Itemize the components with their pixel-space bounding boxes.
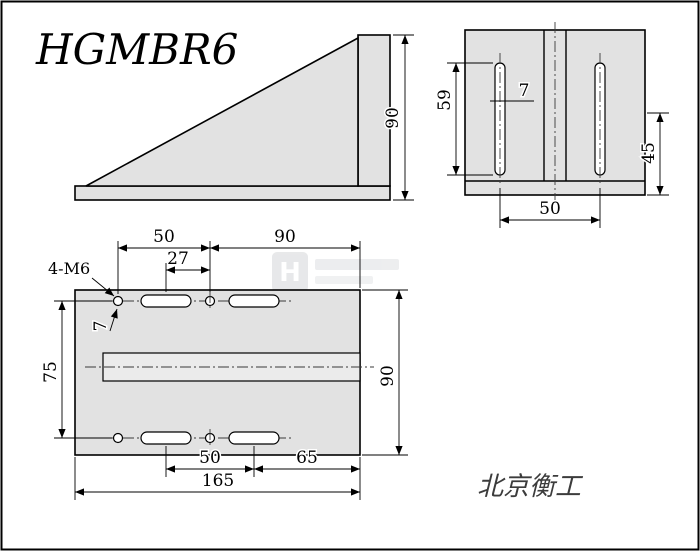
plan-dim-90-right-text: 90 [378, 365, 398, 387]
plan-slot-top-left [140, 294, 192, 308]
plan-dim-65: 65 [254, 447, 361, 500]
side-view: 90 [74, 34, 414, 201]
watermark-text-bar [315, 259, 399, 270]
front-dim-slot-width-text: 7 [519, 81, 530, 101]
plan-dim-50-bottom-text: 50 [199, 448, 221, 468]
watermark-letter: H [279, 258, 301, 288]
plan-dim-90-top-text: 90 [274, 227, 296, 247]
side-dim-height-text: 90 [383, 107, 403, 129]
front-view: 7 59 45 50 [434, 22, 669, 228]
plan-slot-bottom-left [140, 431, 192, 445]
watermark: H [272, 252, 399, 292]
front-dim-slot-width: 7 [490, 80, 534, 103]
front-dim-slot-length-text: 59 [435, 89, 455, 111]
plan-dim-90-right: 90 [362, 289, 408, 456]
plan-dim-27-text: 27 [167, 249, 189, 269]
plan-dim-165: 165 [74, 457, 360, 500]
side-dim-height: 90 [382, 34, 414, 201]
plan-view: 50 90 27 4-M6 7 75 [40, 226, 408, 500]
watermark-logo-box [272, 252, 308, 292]
plan-dim-50-top-text: 50 [153, 227, 175, 247]
plan-dim-75: 75 [40, 300, 112, 439]
plan-slot-top-right [228, 294, 280, 308]
front-dim-45: 45 [638, 112, 669, 196]
plan-hole-top-left [112, 295, 124, 307]
plan-thread-label: 4-M6 [48, 259, 90, 278]
plan-dim-90-top: 90 [210, 226, 361, 288]
plan-dim-27: 27 [165, 248, 210, 292]
brand-text: 北京衡工 [477, 472, 584, 502]
plan-dim-50-top: 50 [117, 226, 211, 294]
plan-dim-165-text: 165 [202, 471, 234, 491]
plan-thread-callout: 4-M6 [48, 259, 115, 297]
front-dim-slot-spacing: 50 [499, 188, 601, 228]
side-gusset-triangle [85, 36, 359, 187]
plan-dim-7: 7 [90, 308, 118, 333]
plan-slot-bottom-right [228, 431, 280, 445]
plan-dim-65-text: 65 [296, 448, 318, 468]
plan-hole-bottom-left [112, 432, 124, 444]
plan-dim-75-text: 75 [41, 361, 61, 383]
front-dim-slot-spacing-text: 50 [539, 199, 561, 219]
watermark-text-bar-2 [315, 276, 373, 284]
part-title: HGMBR6 [35, 25, 238, 74]
front-dim-45-text: 45 [639, 142, 659, 164]
plan-dim-7-text: 7 [91, 321, 111, 332]
front-dim-slot-length: 59 [434, 62, 493, 176]
side-upright-plate [357, 34, 391, 187]
side-base-plate [74, 185, 391, 201]
